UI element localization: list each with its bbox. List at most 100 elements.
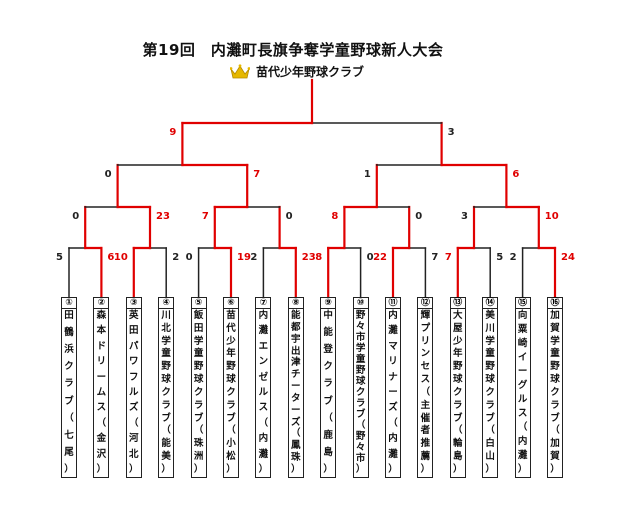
- team-name-char: ）: [355, 464, 366, 475]
- team-name-char: 島: [323, 446, 333, 458]
- team-number: ④: [159, 298, 174, 309]
- score-label: 9: [169, 127, 176, 138]
- crown-icon: [230, 63, 250, 78]
- team-name-char: 加: [550, 438, 560, 450]
- team-name: 中能登クラブ（鹿島）: [323, 309, 333, 477]
- team-name-char: 島: [453, 451, 463, 463]
- team-name-char: ゼ: [258, 371, 269, 383]
- team-name-char: （: [64, 412, 74, 424]
- score-label: 0: [105, 169, 112, 180]
- team-name-char: リ: [96, 356, 107, 368]
- team-name-char: 宇: [291, 333, 301, 345]
- team-name-char: ）: [129, 463, 139, 475]
- team-name-char: 野: [161, 361, 171, 373]
- team-name-char: 沢: [96, 448, 107, 460]
- team-name-char: 少: [226, 335, 236, 347]
- team-name-char: ク: [453, 386, 463, 398]
- team-name-char: 大: [453, 310, 463, 321]
- score-label: 19: [237, 252, 251, 263]
- team-name-char: 球: [193, 374, 204, 386]
- team-name: 能都宇出津チーターズ（鳳珠）: [291, 309, 301, 477]
- team-name-char: 田: [129, 325, 139, 337]
- team-name-char: 催: [420, 412, 431, 424]
- score-label: 2: [172, 252, 179, 263]
- score-label: 0: [367, 252, 374, 263]
- team-name-char: ブ: [161, 412, 171, 424]
- team-name-char: 野: [485, 361, 495, 373]
- team-name-char: リ: [420, 335, 431, 347]
- team-name-char: イ: [517, 352, 528, 363]
- score-label: 8: [315, 252, 322, 263]
- team-name-char: 学: [161, 335, 171, 347]
- team-name-char: （: [453, 425, 463, 437]
- team-name-char: 白: [485, 438, 495, 450]
- score-label: 0: [286, 211, 293, 222]
- team-name-char: 内: [517, 436, 528, 447]
- team-name-char: 登: [323, 344, 333, 356]
- team-name: 川北学童野球クラブ（能美）: [161, 309, 171, 477]
- team-name-char: （: [161, 425, 171, 437]
- team-name-char: （: [323, 412, 333, 424]
- team-name-char: 学: [193, 335, 204, 347]
- team-name-char: 々: [355, 321, 366, 332]
- score-label: 2: [510, 252, 517, 263]
- team-name-char: 浜: [64, 344, 74, 356]
- team-name-char: 内: [258, 433, 269, 445]
- team-name-char: 屋: [453, 322, 463, 334]
- team-name-char: フ: [129, 371, 139, 383]
- team-name-char: 市: [355, 332, 366, 343]
- team-name-char: ラ: [161, 399, 171, 411]
- team-name: 大屋少年野球クラブ（輪島）: [453, 309, 463, 477]
- team-name-char: ラ: [226, 399, 236, 411]
- team-name-char: 少: [453, 335, 463, 347]
- team-name-char: 野: [453, 361, 463, 373]
- team-name-char: チ: [291, 369, 301, 381]
- team-name: 野々市学童野球クラブ（野々市）: [356, 309, 366, 477]
- team-name-char: 球: [550, 374, 560, 386]
- team-name-char: ク: [193, 386, 204, 398]
- score-label: 0: [72, 211, 79, 222]
- team-name-char: ン: [258, 356, 269, 368]
- team-name: 田鶴浜クラブ（七尾）: [64, 309, 74, 477]
- team-number: ②: [94, 298, 109, 309]
- team-name-char: ）: [517, 464, 528, 475]
- team-name-char: 灘: [258, 325, 269, 337]
- team-name-char: タ: [291, 392, 301, 404]
- team-name-char: ラ: [64, 378, 74, 390]
- team-name-char: 田: [193, 322, 204, 334]
- team-number: ⑮: [515, 298, 530, 309]
- team-name-char: 学: [485, 335, 495, 347]
- score-label: 6: [107, 252, 114, 263]
- page-title: 第19回 内灘町長旗争奪学童野球新人大会: [142, 41, 444, 59]
- team-name-char: グ: [517, 380, 528, 391]
- team-name-char: 者: [420, 425, 431, 437]
- team-name-char: 松: [226, 451, 236, 463]
- team-name-char: マ: [388, 340, 398, 352]
- team-name-char: （: [193, 425, 204, 437]
- team-name-char: （: [420, 386, 431, 398]
- team-name-char: ）: [550, 463, 560, 475]
- team-name-char: 森: [96, 310, 107, 321]
- team-name-char: 年: [226, 348, 236, 360]
- team-name-char: ラ: [485, 399, 495, 411]
- team-name-char: ）: [485, 463, 495, 475]
- score-label: 22: [373, 252, 387, 263]
- team-name: 向粟崎イーグルス（内灘）: [518, 309, 528, 477]
- team-name-char: パ: [129, 340, 139, 352]
- team-name-char: ム: [96, 386, 107, 398]
- team-name-char: 能: [291, 310, 301, 321]
- champion-banner: 苗代少年野球クラブ: [230, 63, 364, 80]
- team-name-char: 童: [355, 354, 366, 365]
- team-name-char: 内: [388, 310, 398, 321]
- team-name-char: ）: [420, 463, 431, 475]
- score-label: 5: [496, 252, 503, 263]
- team-number: ⑥: [224, 298, 238, 309]
- team-name-char: 津: [291, 357, 301, 369]
- team-name-char: 球: [485, 374, 495, 386]
